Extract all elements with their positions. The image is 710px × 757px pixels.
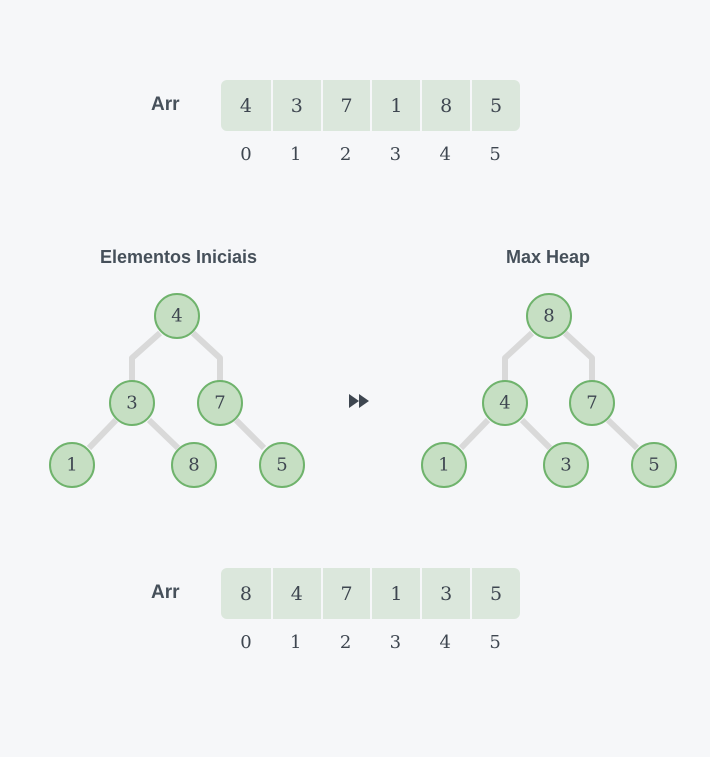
tree-edge: [458, 417, 491, 451]
array-cells: 8 4 7 1 3 5: [221, 568, 520, 619]
node-label: 3: [126, 393, 137, 414]
array-indices: 0 1 2 3 4 5: [221, 632, 520, 653]
tree-edge: [86, 417, 119, 451]
array-cell: 5: [470, 568, 520, 619]
tree-node: [631, 442, 677, 488]
array-index: 1: [290, 144, 302, 165]
tree-edge: [233, 417, 267, 451]
array-cell: 3: [420, 568, 470, 619]
array-index: 0: [240, 144, 252, 165]
node-label: 5: [276, 455, 287, 476]
node-label: 7: [214, 393, 225, 414]
array-index: 2: [339, 632, 352, 653]
array-cell: 7: [320, 568, 371, 619]
array-index: 4: [439, 144, 451, 165]
left-tree-node-circles: [49, 293, 305, 488]
node-label: 5: [648, 455, 659, 476]
node-label: 1: [438, 455, 449, 476]
array-index: 1: [290, 632, 302, 653]
array-cell: 8: [239, 582, 252, 605]
array-cell: 5: [470, 80, 520, 131]
array-cell: 7: [320, 80, 371, 131]
node-label: 4: [171, 306, 182, 327]
array-index: 3: [389, 144, 402, 165]
tree-edge: [605, 417, 640, 451]
array-indices: 0 1 2 3 4 5: [221, 144, 520, 165]
tree-edge: [519, 417, 553, 451]
tree-edge: [562, 330, 595, 385]
array-label: Arr: [151, 94, 180, 115]
left-tree-title: Elementos Iniciais: [100, 247, 258, 267]
right-tree-node-labels: 8 4 7 1 3 5: [438, 306, 659, 476]
array-index: 3: [389, 632, 402, 653]
array-index: 5: [489, 632, 501, 653]
array-cell: 1: [370, 568, 420, 619]
tree-node: [171, 442, 217, 488]
left-tree-edges: [86, 330, 267, 451]
array-cell: 4: [270, 568, 321, 619]
tree-node: [526, 293, 572, 339]
array-cells: 4 3 7 1 8 5: [221, 80, 520, 131]
right-tree-edges: [458, 330, 640, 451]
tree-node: [421, 442, 467, 488]
node-label: 7: [586, 393, 597, 414]
bottom-array: Arr 8 4 7 1 3 5 0 1 2 3 4 5: [0, 568, 710, 668]
fast-forward-icon: [349, 394, 369, 408]
tree-node: [482, 380, 528, 426]
array-label: Arr: [151, 582, 180, 603]
tree-node: [197, 380, 243, 426]
tree-node: [109, 380, 155, 426]
node-label: 1: [66, 455, 77, 476]
tree-edge: [502, 330, 535, 385]
array-index: 5: [489, 144, 501, 165]
left-tree-node-labels: 4 3 7 1 8 5: [66, 306, 287, 476]
tree-node: [49, 442, 95, 488]
array-index: 2: [339, 144, 352, 165]
array-cell: 8: [420, 80, 470, 131]
node-label: 8: [543, 306, 554, 327]
array-cell: 3: [270, 80, 321, 131]
top-array: Arr 4 3 7 1 8 5 0 1 2 3 4 5: [0, 80, 710, 180]
tree-node: [154, 293, 200, 339]
array-cell: 1: [370, 80, 420, 131]
tree-node: [543, 442, 589, 488]
tree-edge: [129, 330, 162, 385]
node-label: 4: [499, 393, 510, 414]
array-cell: 4: [239, 94, 252, 117]
right-tree-title: Max Heap: [506, 247, 591, 267]
node-label: 3: [560, 455, 571, 476]
tree-edge: [190, 330, 223, 385]
right-tree-node-circles: [421, 293, 677, 488]
array-index: 0: [240, 632, 252, 653]
node-label: 8: [188, 455, 199, 476]
array-index: 4: [439, 632, 451, 653]
tree-edge: [146, 417, 181, 451]
tree-node: [569, 380, 615, 426]
tree-node: [259, 442, 305, 488]
